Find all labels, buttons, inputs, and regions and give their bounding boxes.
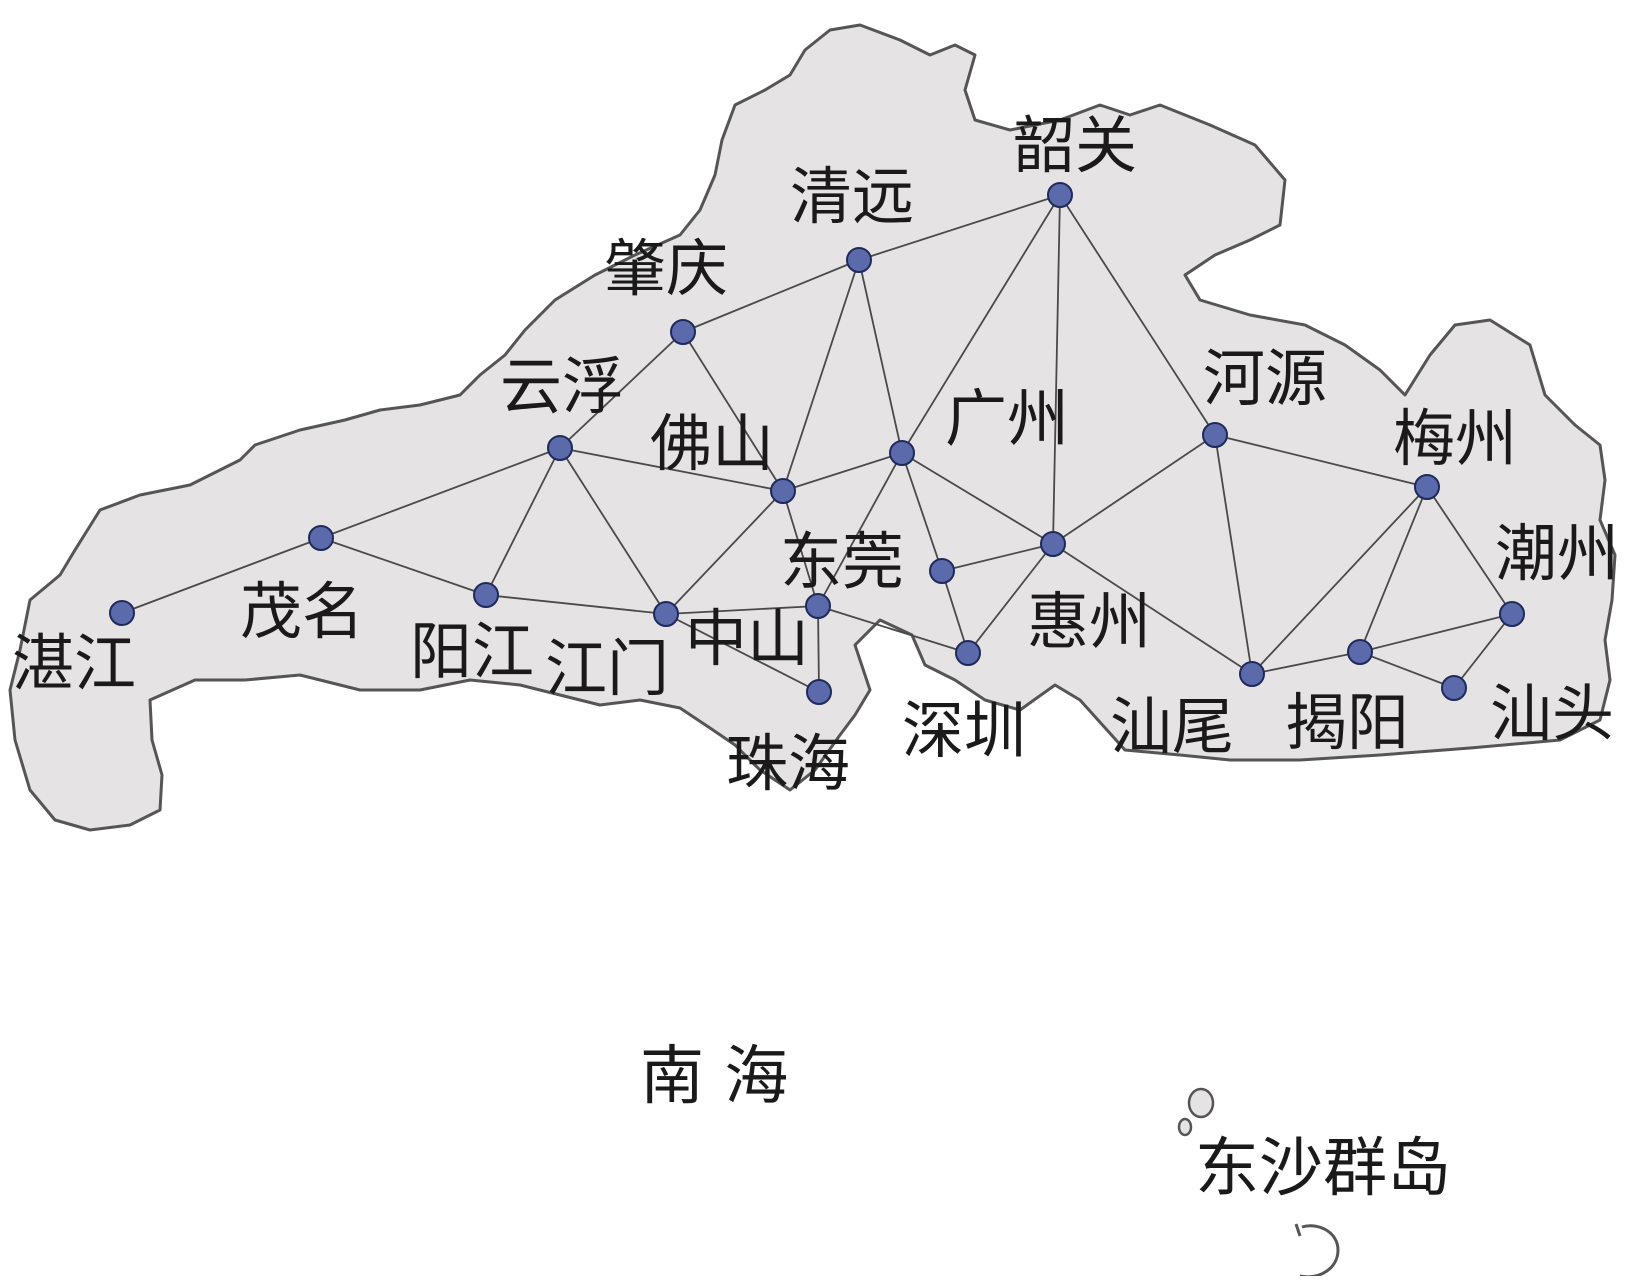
city-label-meizhou: 梅州: [1393, 402, 1517, 475]
city-label-heyuan: 河源: [1203, 342, 1327, 415]
city-label-huizhou: 惠州: [1027, 585, 1151, 658]
city-node-zhaoqing[interactable]: [670, 319, 696, 345]
city-node-shenzhen[interactable]: [955, 640, 981, 666]
connection-meizhou-shanwei: [1251, 486, 1428, 675]
city-node-dongguan[interactable]: [929, 558, 955, 584]
connection-zhongshan-guangzhou: [817, 452, 903, 607]
connection-chaozhou-shantou: [1453, 613, 1513, 689]
city-label-shantou: 汕头: [1490, 677, 1614, 750]
connection-shaoguan-heyuan: [1059, 194, 1216, 436]
connection-yangjiang-jiangmen: [485, 594, 667, 615]
city-node-zhuhai[interactable]: [806, 679, 832, 705]
connection-qingyuan-shaoguan: [858, 194, 1061, 261]
city-node-yunfu[interactable]: [547, 435, 573, 461]
city-label-zhanjiang: 湛江: [12, 627, 136, 700]
connection-qingyuan-guangzhou: [858, 259, 903, 454]
connection-dongguan-shenzhen: [941, 570, 969, 654]
connection-zhaoqing-foshan: [682, 331, 784, 492]
connection-maoming-yangjiang: [320, 537, 487, 596]
city-node-chaozhou[interactable]: [1499, 601, 1525, 627]
city-label-guangzhou: 广州: [945, 382, 1069, 455]
connection-shenzhen-huizhou: [967, 543, 1054, 654]
connection-zhongshan-shenzhen: [817, 605, 969, 654]
connection-zhongshan-zhuhai: [817, 605, 820, 693]
city-node-yangjiang[interactable]: [473, 582, 499, 608]
city-label-shanwei: 汕尾: [1110, 690, 1234, 763]
connection-shaoguan-guangzhou: [901, 194, 1061, 454]
city-node-jieyang[interactable]: [1347, 639, 1373, 665]
connection-zhaoqing-qingyuan: [682, 259, 860, 333]
city-node-huizhou[interactable]: [1040, 531, 1066, 557]
province-outline: [8, 23, 1617, 832]
city-label-qingyuan: 清远: [790, 160, 914, 233]
connection-foshan-zhongshan: [782, 490, 819, 607]
city-label-yunfu: 云浮: [500, 350, 624, 423]
connection-foshan-jiangmen: [665, 490, 784, 615]
connection-meizhou-chaozhou: [1426, 486, 1513, 615]
connection-jiangmen-zhuhai: [665, 613, 820, 693]
city-label-jieyang: 揭阳: [1285, 686, 1409, 759]
city-label-zhaoqing: 肇庆: [604, 232, 728, 305]
labels-layer: 湛江 茂名阳江 云浮 肇庆清远 韶关佛山 广州江门中山珠海 东莞深圳惠州 河源梅州汕尾揭阳 潮州…: [12, 109, 1619, 800]
city-label-shaoguan: 韶关: [1013, 109, 1137, 182]
connection-yangjiang-yunfu: [485, 447, 561, 596]
connection-heyuan-meizhou: [1214, 434, 1428, 488]
connection-foshan-guangzhou: [782, 452, 903, 492]
connection-jieyang-shantou: [1359, 651, 1455, 689]
connection-qingyuan-foshan: [782, 259, 860, 492]
city-node-shantou[interactable]: [1441, 675, 1467, 701]
city-node-zhongshan[interactable]: [805, 593, 831, 619]
city-label-shenzhen: 深圳: [902, 694, 1026, 767]
city-node-meizhou[interactable]: [1414, 474, 1440, 500]
connection-huizhou-heyuan: [1052, 434, 1216, 545]
city-node-zhanjiang[interactable]: [109, 600, 135, 626]
city-node-qingyuan[interactable]: [846, 247, 872, 273]
city-label-chaozhou: 潮州: [1495, 517, 1619, 590]
connection-jiangmen-zhongshan: [665, 605, 819, 615]
islands-label: 东沙群岛: [1195, 1132, 1451, 1206]
connection-yunfu-foshan: [559, 447, 784, 492]
connection-yunfu-jiangmen: [559, 447, 667, 615]
city-node-guangzhou[interactable]: [889, 440, 915, 466]
cities-layer: [109, 182, 1525, 705]
city-node-heyuan[interactable]: [1202, 422, 1228, 448]
connection-maoming-yunfu: [320, 447, 561, 539]
city-node-foshan[interactable]: [770, 478, 796, 504]
connection-yunfu-zhaoqing: [559, 331, 684, 449]
sea-label: 南 海: [640, 1040, 788, 1114]
dongsha-island-north: [1187, 1087, 1215, 1119]
city-node-shanwei[interactable]: [1239, 661, 1265, 687]
city-label-zhuhai: 珠海: [726, 727, 850, 800]
connection-meizhou-jieyang: [1359, 486, 1428, 653]
connection-guangzhou-dongguan: [901, 452, 943, 572]
dongsha-island-west: [1177, 1117, 1193, 1137]
connection-shanwei-jieyang: [1251, 651, 1361, 675]
connection-shaoguan-huizhou: [1052, 194, 1061, 545]
city-label-foshan: 佛山: [650, 407, 774, 480]
dongsha-atoll: [1294, 1223, 1340, 1279]
connection-guangzhou-huizhou: [901, 452, 1054, 545]
connection-zhanjiang-maoming: [121, 537, 322, 614]
city-label-maoming: 茂名: [240, 575, 364, 648]
city-node-shaoguan[interactable]: [1047, 182, 1073, 208]
city-label-yangjiang: 阳江: [410, 615, 534, 688]
city-node-jiangmen[interactable]: [653, 601, 679, 627]
connection-heyuan-shanwei: [1214, 434, 1253, 675]
connections-layer: [121, 194, 1513, 693]
connection-jieyang-chaozhou: [1359, 613, 1513, 653]
city-label-dongguan: 东莞: [780, 525, 904, 598]
connection-dongguan-huizhou: [941, 543, 1054, 572]
city-label-jiangmen: 江门: [545, 632, 669, 705]
connection-huizhou-shanwei: [1052, 543, 1253, 675]
city-label-zhongshan: 中山: [685, 602, 809, 675]
city-node-maoming[interactable]: [308, 525, 334, 551]
